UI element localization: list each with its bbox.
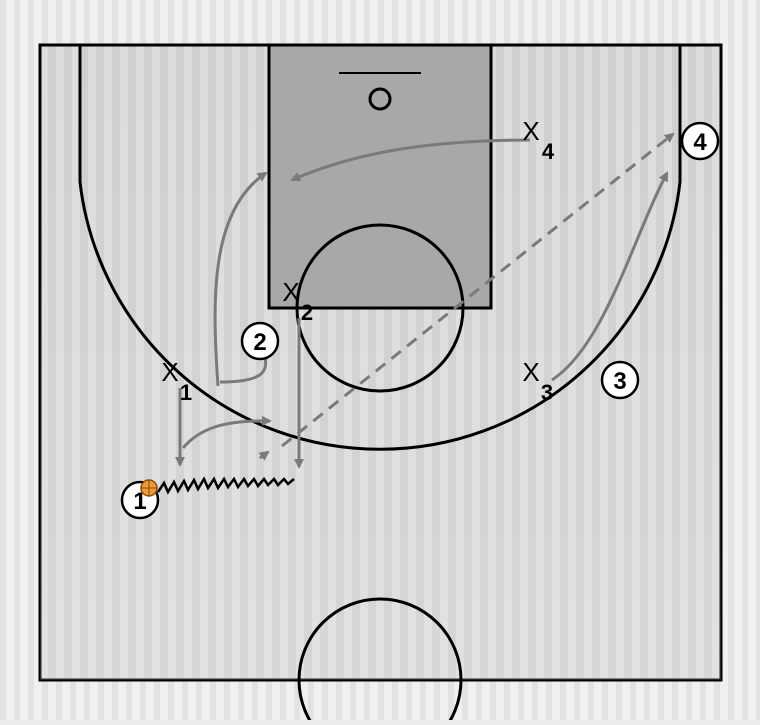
defender-1-label: 1 [180,380,192,405]
rim [368,87,392,111]
offense-player-3: 3 [600,360,640,400]
defender-3-label: 3 [541,380,553,405]
free-throw-circle [295,223,465,393]
center-circle-bottom [297,679,463,725]
pass-start-arrow [258,450,270,461]
player-3-cut-arrow [551,171,669,382]
player-2-curl-line [219,356,268,384]
pass-line-1-to-4 [281,132,675,448]
offense-player-1-label: 1 [133,488,146,515]
three-point-line [78,45,682,451]
defender-2-label: 2 [301,300,313,325]
offense-player-2-label: 2 [253,329,266,356]
player-2-cut-arrow [213,171,268,387]
center-circle-top [297,597,463,681]
defender-4-rotation-arrow [290,138,531,182]
defender-1: X 1 [161,357,192,405]
defender-4: X 4 [522,116,555,164]
defender-4-label: 4 [542,139,555,164]
defender-3-mark: X [522,357,539,387]
basketball-icon [140,479,158,497]
offense-player-2: 2 [240,321,280,361]
defender-3: X 3 [522,357,553,405]
defender-2-mark: X [282,277,299,307]
defender-2: X 2 [282,277,313,325]
offense-player-4: 4 [680,121,720,161]
defender-1-mark: X [161,357,178,387]
offense-player-4-label: 4 [693,129,707,156]
player-1-move-arrow [181,415,272,449]
dribble-path [156,476,295,495]
defender-4-mark: X [522,116,539,146]
offense-player-3-label: 3 [613,368,626,395]
